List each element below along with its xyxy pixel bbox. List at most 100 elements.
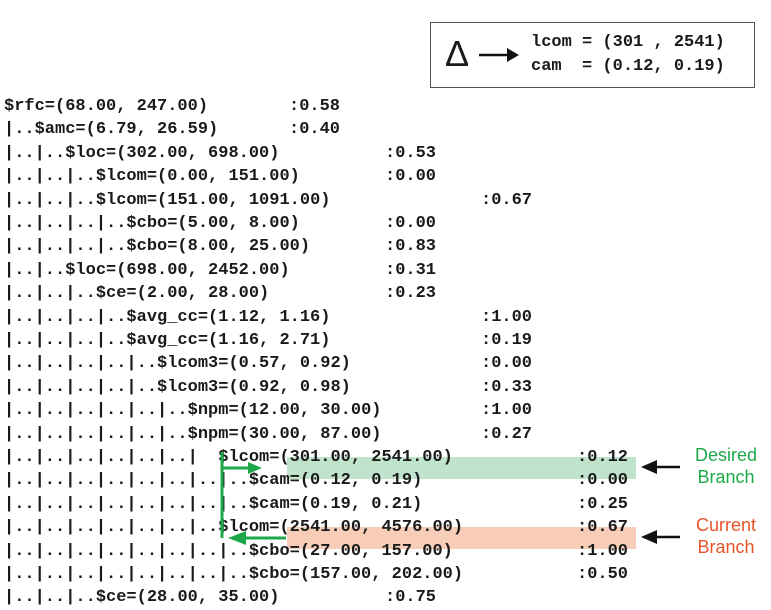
tree-indent: |..|..|..|..|..|.. <box>4 424 188 444</box>
tree-indent: |..|..|..|..|..|..|..|.. <box>4 494 249 514</box>
current-word: Current <box>695 515 757 535</box>
tree-row: $rfc=(68.00, 247.00) <box>4 95 208 119</box>
current-pointer-arrowhead <box>641 530 657 544</box>
tree-value: :1.00 <box>577 541 629 561</box>
tree-value: :0.00 <box>577 471 629 491</box>
tree-indent: |..|..|..|..|..|.. <box>4 401 188 421</box>
tree-row: |..|..|..|..|..|..|..|..$cbo=(27.00, 157… <box>4 540 453 564</box>
tree-condition: $loc=(302.00, 698.00) <box>65 143 280 163</box>
tree-condition: $cbo=(5.00, 8.00) <box>126 214 300 233</box>
tree-condition: $ce=(28.00, 35.00) <box>95 588 280 608</box>
desired-word: Desired <box>694 445 758 465</box>
tree-indent: |..|..|..|..|.. <box>4 377 158 397</box>
tree-value: :1.00 <box>481 307 533 327</box>
tree-condition: $npm=(12.00, 30.00) <box>187 401 382 421</box>
tree-indent: |..|..|..|..|..|..|..|.. <box>4 471 249 491</box>
tree-row: |..|..|..|..|..$lcom3=(0.92, 0.98) <box>4 376 351 400</box>
tree-row: |..|..|..|..|..|..|..|..$cam=(0.12, 0.19… <box>4 469 422 493</box>
tree-row: |..|..|..$lcom=(0.00, 151.00) <box>4 165 300 189</box>
tree-value: :0.19 <box>481 331 533 350</box>
tree-condition: $cbo=(27.00, 157.00) <box>248 541 453 561</box>
tree-value: :0.00 <box>385 167 437 187</box>
tree-condition: $lcom=(151.00, 1091.00) <box>95 190 331 210</box>
tree-condition: $avg_cc=(1.12, 1.16) <box>126 307 331 327</box>
tree-condition: $cam=(0.12, 0.19) <box>248 471 423 491</box>
delta-box: Δ lcom = (301 , 2541) cam = (0.12, 0.19) <box>430 22 755 88</box>
tree-indent: |..|..|..|..|..|..|..|.. <box>4 565 249 584</box>
tree-row: |..|..|..$ce=(2.00, 28.00) <box>4 282 269 306</box>
tree-row: |..|..|..$ce=(28.00, 35.00) <box>4 586 279 610</box>
tree-row: |..|..|..|..|..|..|..|..$cbo=(157.00, 20… <box>4 563 463 587</box>
tree-indent: |.. <box>4 120 35 140</box>
tree-condition: $lcom3=(0.57, 0.92) <box>157 354 351 374</box>
delta-lcom-line: lcom = (301 , 2541) <box>531 33 725 52</box>
tree-indent: |..|..|.. <box>4 167 96 187</box>
tree-row: |..|..|..|..$cbo=(5.00, 8.00) <box>4 212 300 236</box>
desired-pointer-arrowhead <box>641 460 657 474</box>
tree-indent: |..|..|.. <box>4 190 96 210</box>
tree-row: |..|..|..|..$cbo=(8.00, 25.00) <box>4 235 310 259</box>
tree-value: :0.58 <box>289 97 341 116</box>
tree-condition: $lcom=(301.00, 2541.00) <box>218 448 453 467</box>
tree-row: |..|..|..|..$avg_cc=(1.16, 2.71) <box>4 329 330 353</box>
tree-condition: $amc=(6.79, 26.59) <box>34 120 219 140</box>
tree-value: :0.53 <box>385 143 437 163</box>
green-return-arrowhead <box>228 531 246 545</box>
branch-word: Branch <box>697 467 755 487</box>
tree-indent: |..|..|.. <box>4 588 96 608</box>
tree-row: |..|..|..|..|..|..$npm=(30.00, 87.00) <box>4 423 381 447</box>
tree-condition: $cbo=(157.00, 202.00) <box>248 565 464 584</box>
current-branch-label: Current Branch <box>683 514 769 558</box>
tree-condition: $lcom3=(0.92, 0.98) <box>157 377 351 397</box>
tree-indent: |..|..|..|.. <box>4 237 127 257</box>
tree-value: :0.12 <box>577 448 629 467</box>
tree-row: |..$amc=(6.79, 26.59) <box>4 118 218 142</box>
green-connector-arrowhead <box>248 462 262 474</box>
tree-value: :0.83 <box>385 237 437 257</box>
desired-branch-highlight <box>287 457 636 479</box>
tree-row: |..|..$loc=(302.00, 698.00) <box>4 142 279 166</box>
tree-condition: $lcom=(0.00, 151.00) <box>95 167 300 187</box>
tree-condition: $cam=(0.19, 0.21) <box>248 494 423 514</box>
tree-condition: $rfc=(68.00, 247.00) <box>4 97 209 116</box>
tree-value: :0.00 <box>385 214 437 233</box>
tree-row: |..|..|..|..$avg_cc=(1.12, 1.16) <box>4 306 330 330</box>
tree-condition: $ce=(2.00, 28.00) <box>95 284 270 304</box>
tree-value: :0.50 <box>577 565 629 584</box>
tree-indent: |..|.. <box>4 143 66 163</box>
tree-row: |..|..|..$lcom=(151.00, 1091.00) <box>4 189 330 213</box>
tree-row: |..|..|..|..|..|..|..$lcom=(2541.00, 457… <box>4 516 463 540</box>
tree-value: :0.31 <box>385 260 437 280</box>
tree-value: :0.00 <box>481 354 533 374</box>
tree-value: :0.25 <box>577 494 629 514</box>
tree-condition: $lcom=(2541.00, 4576.00) <box>218 518 464 538</box>
tree-indent: |..|..|..|..|..|..| <box>4 448 219 467</box>
tree-indent: |..|..|..|..|..|..|.. <box>4 518 219 538</box>
delta-cam-line: cam = (0.12, 0.19) <box>531 57 725 76</box>
tree-indent: |..|.. <box>4 260 66 280</box>
delta-symbol: Δ <box>445 33 470 74</box>
tree-row: |..|..|..|..|..|..|..|..$cam=(0.19, 0.21… <box>4 493 422 517</box>
tree-indent: |..|..|..|.. <box>4 214 127 233</box>
tree-condition: $loc=(698.00, 2452.00) <box>65 260 290 280</box>
tree-value: :0.75 <box>385 588 437 608</box>
tree-condition: $npm=(30.00, 87.00) <box>187 424 382 444</box>
tree-indent: |..|..|.. <box>4 284 96 304</box>
delta-arrow-icon <box>477 45 521 70</box>
tree-condition: $avg_cc=(1.16, 2.71) <box>126 331 331 350</box>
tree-value: :0.23 <box>385 284 437 304</box>
tree-condition: $cbo=(8.00, 25.00) <box>126 237 311 257</box>
tree-row: |..|..|..|..|..$lcom3=(0.57, 0.92) <box>4 352 351 376</box>
tree-value: :0.67 <box>577 518 629 538</box>
tree-indent: |..|..|..|..|..|..|..|.. <box>4 541 249 561</box>
tree-indent: |..|..|..|..|.. <box>4 354 158 374</box>
desired-branch-label: Desired Branch <box>683 444 769 488</box>
tree-value: :0.27 <box>481 424 533 444</box>
tree-value: :1.00 <box>481 401 533 421</box>
tree-row: |..|..|..|..|..|..| $lcom=(301.00, 2541.… <box>4 446 453 470</box>
tree-indent: |..|..|..|.. <box>4 307 127 327</box>
current-branch-highlight <box>287 527 636 549</box>
tree-indent: |..|..|..|.. <box>4 331 127 350</box>
tree-value: :0.67 <box>481 190 533 210</box>
